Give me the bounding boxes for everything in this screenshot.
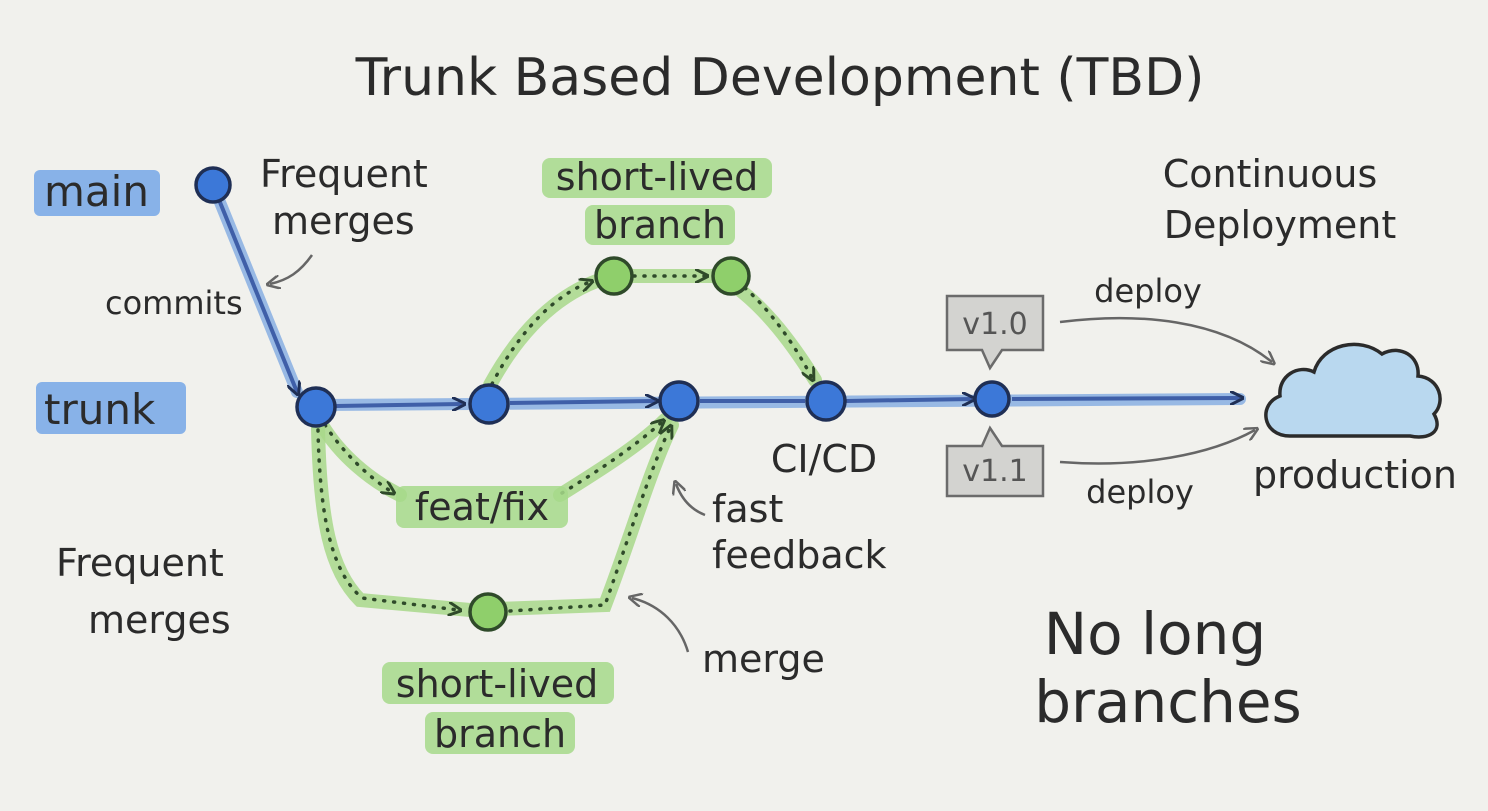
trunk-segment-2 [509, 401, 655, 403]
deploy-top-arrow [1059, 316, 1272, 362]
frequent-merges-left-line1: Frequent [56, 541, 224, 585]
ci-cd-label: CI/CD [771, 437, 877, 481]
top-branch-out [490, 282, 590, 386]
production-cloud-icon [1264, 342, 1442, 439]
top-branch-in [743, 286, 812, 378]
fast-feedback-line2: feedback [712, 533, 887, 577]
trunk-segment-5 [1011, 398, 1240, 399]
short-lived-top-highlight-1 [542, 158, 772, 198]
top-branch-node-2 [711, 256, 751, 296]
main-to-trunk-arrow [211, 184, 297, 392]
bottom-branch-node [468, 592, 508, 632]
main-node [194, 166, 232, 204]
top-branch-node-1 [594, 256, 634, 296]
tag-v10-label: v1.0 [962, 307, 1027, 342]
commits-label: commits [105, 284, 243, 322]
main-label: main [44, 167, 149, 216]
trunk-segment-1 [335, 404, 462, 406]
trunk-node-2 [468, 383, 510, 425]
merge-arrow [632, 598, 690, 653]
fast-feedback-arrow [676, 484, 706, 517]
continuous-deployment-line1: Continuous [1163, 152, 1378, 196]
deploy-bottom-arrow [1059, 430, 1255, 465]
trunk-segment-4 [845, 399, 972, 401]
short-lived-top-line1: short-lived [556, 155, 758, 199]
main-highlight [34, 170, 160, 216]
short-lived-bottom-line2: branch [434, 712, 566, 756]
no-long-branches-line1: No long [1044, 600, 1266, 668]
short-lived-bottom-highlight-1 [382, 662, 614, 704]
tag-v10-box [945, 294, 1045, 371]
top-branch-glow [483, 269, 822, 392]
production-label: production [1253, 453, 1457, 497]
trunk-highlight [36, 382, 186, 434]
continuous-deployment-line2: Deployment [1164, 203, 1396, 247]
deploy-bottom-label: deploy [1086, 473, 1194, 511]
trunk-node-release [973, 380, 1011, 418]
page-title: Trunk Based Development (TBD) [355, 48, 1205, 108]
trunk-node-ci [805, 380, 847, 422]
frequent-merges-top-line1: Frequent [260, 152, 428, 196]
feat-fix-highlight [396, 486, 568, 528]
merge-label: merge [702, 637, 825, 681]
short-lived-top-line2: branch [594, 203, 726, 247]
trunk-label: trunk [44, 385, 156, 434]
bottom-branch-in [508, 428, 670, 613]
feat-branch-out [323, 423, 392, 492]
trunk-node-3 [658, 380, 700, 422]
bottom-branch-out [316, 428, 458, 610]
feat-branch-glow [315, 413, 672, 502]
frequent-merges-top-line2: merges [272, 199, 415, 243]
short-lived-top-highlight-2 [585, 205, 735, 245]
trunk-node-1 [295, 386, 337, 428]
tag-v11-label: v1.1 [962, 454, 1027, 489]
short-lived-bottom-highlight-2 [425, 712, 575, 754]
frequent-merges-top-arrow [270, 254, 314, 284]
no-long-branches-line2: branches [1034, 668, 1302, 736]
feat-fix-label: feat/fix [415, 485, 549, 529]
feat-branch-in [560, 422, 662, 495]
deploy-top-label: deploy [1094, 272, 1202, 310]
fast-feedback-line1: fast [712, 487, 783, 531]
frequent-merges-left-line2: merges [88, 598, 231, 642]
tag-v11-box [945, 425, 1045, 498]
short-lived-bottom-line1: short-lived [396, 662, 598, 706]
